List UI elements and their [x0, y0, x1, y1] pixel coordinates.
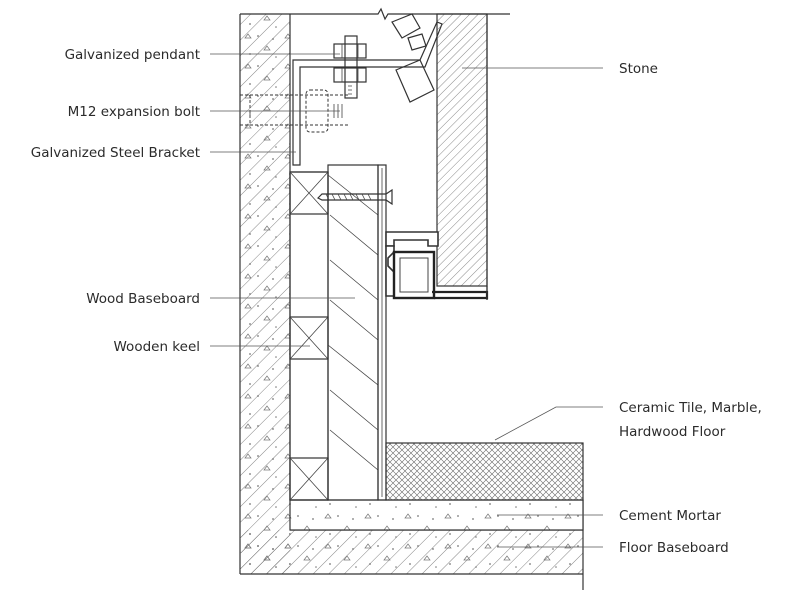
stone-fragments — [391, 13, 435, 103]
galvanized-pendant — [333, 35, 367, 99]
label-floor-line1: Ceramic Tile, Marble, — [619, 400, 762, 416]
screw — [316, 188, 393, 206]
break-line — [240, 7, 510, 21]
label-wooden-keel: Wooden keel — [114, 339, 201, 355]
label-expansion-bolt: M12 expansion bolt — [68, 104, 200, 120]
concrete-wall — [239, 14, 291, 574]
label-floor-baseboard: Floor Baseboard — [619, 540, 729, 556]
label-steel-bracket: Galvanized Steel Bracket — [31, 145, 200, 161]
label-cement-mortar: Cement Mortar — [619, 508, 721, 524]
galvanized-steel-bracket — [292, 21, 443, 166]
floor-finish-layer — [385, 442, 584, 501]
stone-panel — [436, 13, 488, 300]
aluminium-profile — [385, 231, 489, 300]
label-wood-baseboard: Wood Baseboard — [86, 291, 200, 307]
labels: Galvanized pendant M12 expansion bolt Ga… — [31, 47, 762, 556]
label-stone: Stone — [619, 61, 658, 77]
leader-lines — [210, 53, 603, 548]
wooden-keel-column — [289, 171, 329, 501]
wood-baseboard — [327, 164, 387, 501]
label-floor-line2: Hardwood Floor — [619, 424, 726, 440]
label-galvanized-pendant: Galvanized pendant — [65, 47, 200, 63]
